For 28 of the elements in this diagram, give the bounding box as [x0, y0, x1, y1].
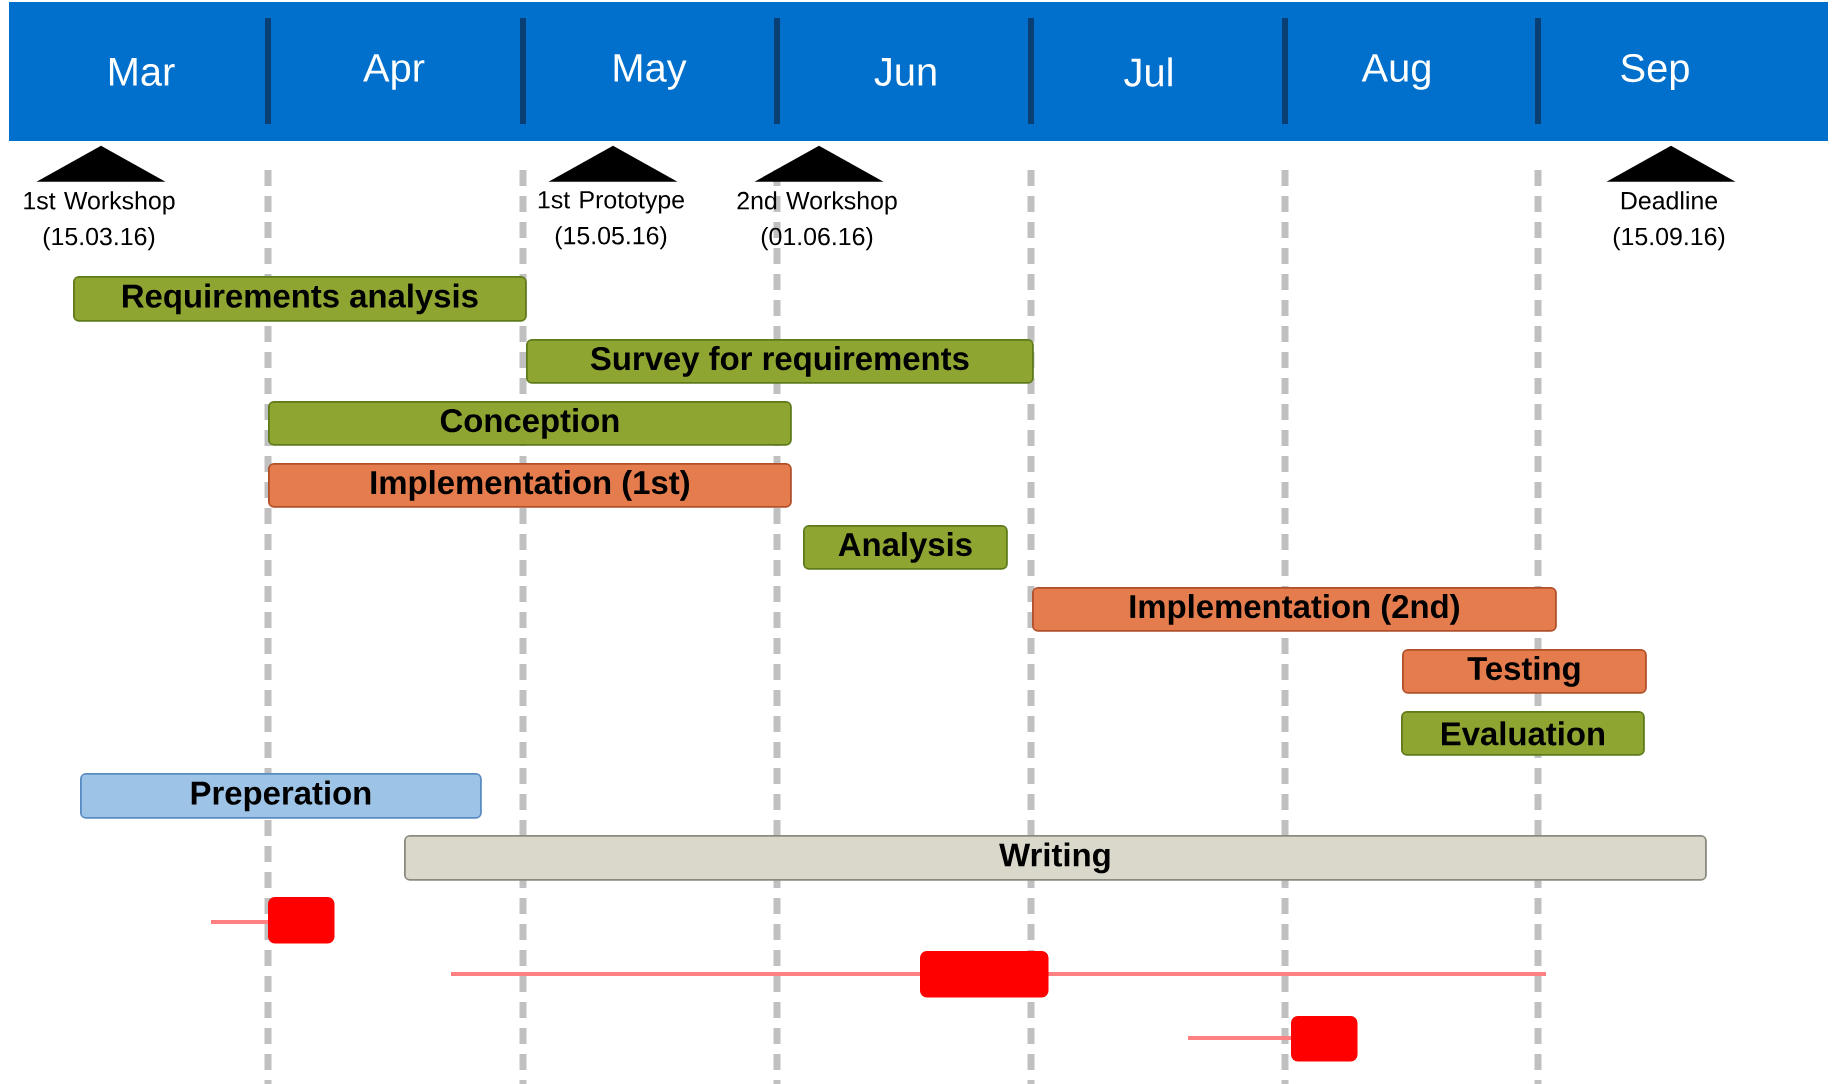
- task-bar: Implementation (2nd): [1032, 587, 1557, 632]
- task-bar: Analysis: [803, 525, 1008, 570]
- milestone-triangle: [548, 145, 678, 182]
- milestone-bar: [1291, 1016, 1358, 1062]
- month-label: Aug: [1361, 54, 1430, 90]
- milestone-triangle: [1606, 145, 1736, 182]
- month-label: Sep: [1621, 53, 1689, 91]
- task-bar: Testing: [1402, 649, 1647, 694]
- task-bar: Writing: [404, 835, 1707, 881]
- month-label: Apr: [363, 54, 425, 90]
- task-bar: Preperation: [80, 773, 482, 819]
- milestone-label: 2nd Workshop (01.06.16): [737, 191, 897, 251]
- month-label: Mar: [109, 58, 175, 86]
- task-bar: Requirements analysis: [73, 276, 527, 322]
- milestone-bar: [268, 897, 335, 944]
- month-label: Jul: [1124, 57, 1172, 87]
- month-label: May: [614, 54, 687, 90]
- task-bar: Survey for requirements: [526, 339, 1034, 384]
- milestone-triangle: [754, 145, 884, 182]
- milestone-bar: [920, 951, 1049, 998]
- month-label: Jun: [874, 58, 936, 86]
- task-bar: Implementation (1st): [268, 463, 792, 508]
- task-bar: Conception: [268, 401, 792, 446]
- milestone-triangle: [36, 145, 166, 182]
- milestone-label: Deadline (15.09.16): [1613, 191, 1725, 251]
- milestone-label: 1st Prototype (15.05.16): [538, 191, 684, 250]
- milestone-label: 1st Workshop (15.03.16): [24, 191, 175, 251]
- task-bar: Evaluation: [1401, 711, 1645, 756]
